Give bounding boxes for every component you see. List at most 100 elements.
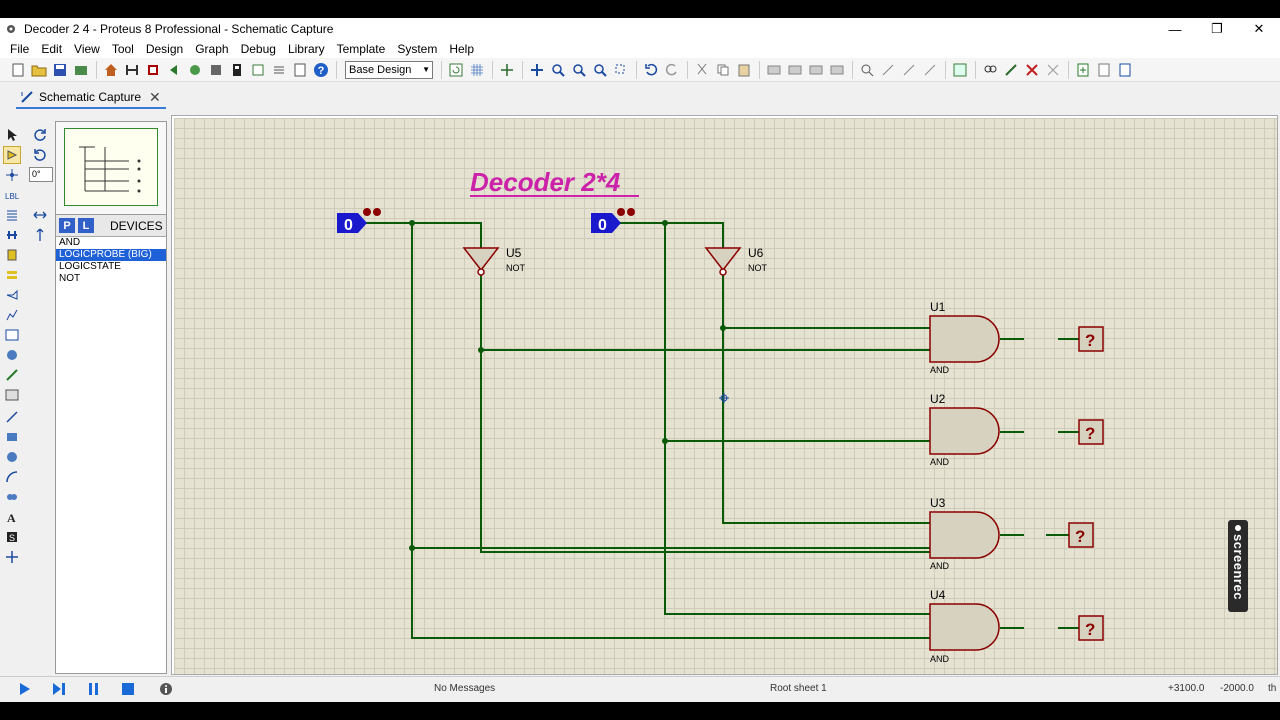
- logic-probe-2[interactable]: ?: [1078, 419, 1104, 445]
- new-file-icon[interactable]: [8, 60, 28, 80]
- logicstate-a[interactable]: 0: [337, 208, 381, 234]
- graph-icon[interactable]: [3, 306, 21, 324]
- property-assign-icon[interactable]: [1001, 60, 1021, 80]
- netlist-icon[interactable]: [269, 60, 289, 80]
- logic-probe-1[interactable]: ?: [1078, 326, 1104, 352]
- symbol-tool-icon[interactable]: S: [3, 528, 21, 546]
- zoom-all-icon[interactable]: [590, 60, 610, 80]
- menu-template[interactable]: Template: [336, 42, 386, 56]
- overview-window[interactable]: [55, 121, 167, 221]
- home-icon[interactable]: [101, 60, 121, 80]
- subcircuit-icon[interactable]: [3, 246, 21, 264]
- design-variant-select[interactable]: Base Design▼: [345, 60, 433, 79]
- block-copy-icon[interactable]: [764, 60, 784, 80]
- circle-tool-icon[interactable]: [3, 448, 21, 466]
- tape-recorder-icon[interactable]: [3, 326, 21, 344]
- netlist-transfer-icon[interactable]: [1115, 60, 1135, 80]
- menu-library[interactable]: Library: [287, 42, 325, 56]
- zoom-area-icon[interactable]: [611, 60, 631, 80]
- text-script-icon[interactable]: [3, 206, 21, 224]
- back-icon[interactable]: [164, 60, 184, 80]
- zoom-out-icon[interactable]: [569, 60, 589, 80]
- undo-icon[interactable]: [641, 60, 661, 80]
- block-move-icon[interactable]: [785, 60, 805, 80]
- mirror-vertical-icon[interactable]: [31, 226, 49, 244]
- logicstate-b[interactable]: 0: [591, 208, 635, 234]
- menu-help[interactable]: Help: [449, 42, 475, 56]
- cut-icon[interactable]: [692, 60, 712, 80]
- mirror-horizontal-icon[interactable]: [31, 206, 49, 224]
- junction-dot-icon[interactable]: [3, 166, 21, 184]
- bus-icon[interactable]: [3, 226, 21, 244]
- block-rotate-icon[interactable]: [806, 60, 826, 80]
- grid-toggle-icon[interactable]: [467, 60, 487, 80]
- schematic-editor[interactable]: Decoder 2*4: [171, 115, 1278, 675]
- menu-design[interactable]: Design: [145, 42, 184, 56]
- step-icon[interactable]: [52, 682, 68, 699]
- copy-icon[interactable]: [713, 60, 733, 80]
- not-gate-u5[interactable]: U5 NOT: [462, 246, 526, 276]
- logic-probe-3[interactable]: ?: [1068, 522, 1094, 548]
- not-gate-u6[interactable]: U6 NOT: [704, 246, 768, 276]
- line-tool-icon[interactable]: [3, 408, 21, 426]
- selection-mode-icon[interactable]: [3, 126, 21, 144]
- new-sheet-icon[interactable]: [1022, 60, 1042, 80]
- remove-sheet-icon[interactable]: [1043, 60, 1063, 80]
- rotate-anticlockwise-icon[interactable]: [31, 146, 49, 164]
- marker-tool-icon[interactable]: [3, 548, 21, 566]
- menu-edit[interactable]: Edit: [41, 42, 63, 56]
- schematic-icon[interactable]: [122, 60, 142, 80]
- make-device-icon[interactable]: [878, 60, 898, 80]
- rotation-angle-field[interactable]: 0°: [29, 167, 53, 182]
- rotate-clockwise-icon[interactable]: [31, 126, 49, 144]
- tab-schematic-capture[interactable]: Schematic Capture ✕: [16, 87, 166, 109]
- package-tool-icon[interactable]: [899, 60, 919, 80]
- overview-viewport[interactable]: [64, 128, 158, 206]
- menu-file[interactable]: File: [10, 42, 30, 56]
- menu-tool[interactable]: Tool: [111, 42, 134, 56]
- help-icon[interactable]: ?: [311, 60, 331, 80]
- device-pins-icon[interactable]: [3, 286, 21, 304]
- pan-icon[interactable]: [527, 60, 547, 80]
- menu-graph[interactable]: Graph: [195, 42, 229, 56]
- import-icon[interactable]: [71, 60, 91, 80]
- refresh-icon[interactable]: [446, 60, 466, 80]
- search-tag-icon[interactable]: [980, 60, 1000, 80]
- 3d-viewer-icon[interactable]: [185, 60, 205, 80]
- exit-to-parent-icon[interactable]: [1094, 60, 1114, 80]
- info-icon[interactable]: [159, 682, 173, 699]
- origin-icon[interactable]: [497, 60, 517, 80]
- close-tab-icon[interactable]: ✕: [149, 88, 161, 105]
- pick-devices-button[interactable]: P: [59, 218, 75, 233]
- play-icon[interactable]: [18, 682, 32, 699]
- minimize-button[interactable]: —: [1168, 21, 1182, 37]
- voltage-probe-icon[interactable]: [3, 366, 21, 384]
- pick-device-icon[interactable]: [857, 60, 877, 80]
- and-gate-u4[interactable]: U4 AND: [929, 588, 1000, 664]
- wire-autorouter-icon[interactable]: [950, 60, 970, 80]
- library-manager-button[interactable]: L: [78, 218, 94, 233]
- redo-icon[interactable]: [662, 60, 682, 80]
- pcb-layout-icon[interactable]: [143, 60, 163, 80]
- menu-debug[interactable]: Debug: [240, 42, 276, 56]
- component-mode-icon[interactable]: [3, 146, 21, 164]
- virtual-instruments-icon[interactable]: [3, 386, 21, 404]
- path-tool-icon[interactable]: [3, 488, 21, 506]
- gerber-icon[interactable]: [206, 60, 226, 80]
- wire-label-icon[interactable]: LBL: [3, 186, 21, 204]
- zoom-in-icon[interactable]: [548, 60, 568, 80]
- and-gate-u2[interactable]: U2 AND: [929, 392, 1000, 467]
- stop-icon[interactable]: [121, 682, 135, 699]
- add-sheet-icon[interactable]: [1073, 60, 1093, 80]
- menu-system[interactable]: System: [397, 42, 438, 56]
- and-gate-u3[interactable]: U3 AND: [929, 496, 1000, 571]
- block-delete-icon[interactable]: [827, 60, 847, 80]
- schematic-canvas[interactable]: Decoder 2*4: [174, 118, 1277, 674]
- device-item-logicprobe-big[interactable]: LOGICPROBE (BIG): [56, 249, 166, 261]
- design-explorer-icon[interactable]: [248, 60, 268, 80]
- and-gate-u1[interactable]: U1 AND: [929, 300, 1000, 375]
- logic-probe-4[interactable]: ?: [1078, 615, 1104, 641]
- device-item-not[interactable]: NOT: [59, 273, 81, 284]
- generator-icon[interactable]: [3, 346, 21, 364]
- paste-icon[interactable]: [734, 60, 754, 80]
